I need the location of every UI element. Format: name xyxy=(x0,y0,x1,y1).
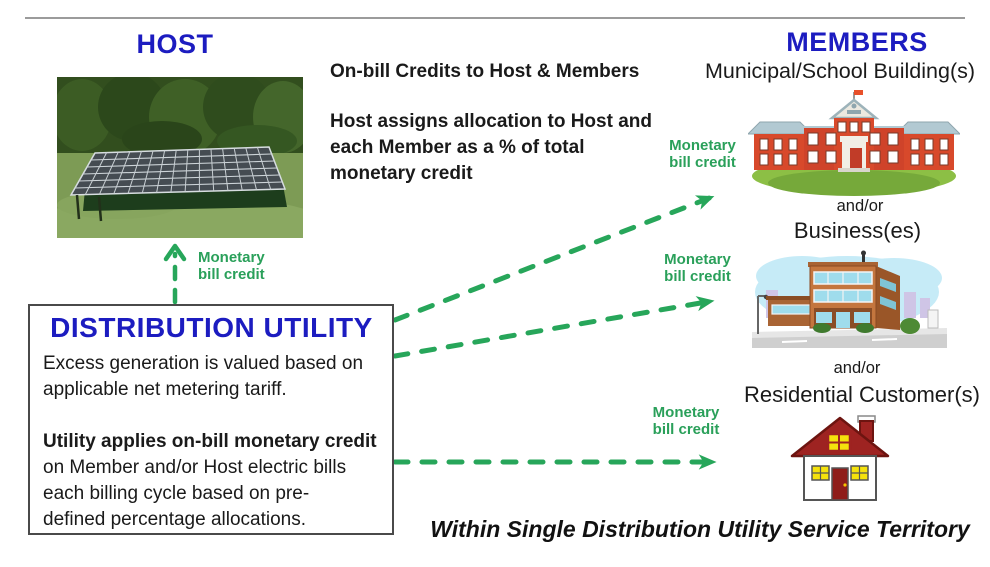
distribution-utility-box: DISTRIBUTION UTILITY Excess generation i… xyxy=(28,304,394,535)
utility-applies-rest: on Member and/or Host electric bills eac… xyxy=(43,457,347,530)
distribution-utility-title: DISTRIBUTION UTILITY xyxy=(50,312,373,343)
excess-generation-text: Excess generation is valued based on app… xyxy=(43,353,364,400)
host-allocation-text: Host assigns allocation to Host and each… xyxy=(330,111,652,184)
host-title: HOST xyxy=(136,29,214,59)
house-illustration xyxy=(788,412,893,502)
municipal-school-label: Municipal/School Building(s) xyxy=(704,59,976,83)
monetary-credit-label-business: Monetary bill credit xyxy=(664,251,731,285)
footer-territory-note: Within Single Distribution Utility Servi… xyxy=(430,516,970,542)
arrow-utility-to-business xyxy=(392,296,715,359)
school-building-illustration xyxy=(748,88,960,196)
members-title: MEMBERS xyxy=(786,27,928,57)
monetary-credit-label-school: Monetary bill credit xyxy=(669,137,736,171)
monetary-credit-label-host: Monetary bill credit xyxy=(198,249,265,283)
utility-applies-text: Utility applies on-bill monetary credit … xyxy=(43,429,380,533)
andor-label-2: and/or xyxy=(833,359,881,377)
andor-label-1: and/or xyxy=(836,197,884,215)
business-label: Business(es) xyxy=(793,218,922,243)
monetary-credit-label-residential: Monetary bill credit xyxy=(652,404,720,438)
solar-array-photo xyxy=(57,77,303,238)
utility-applies-bold-line: Utility applies on-bill monetary credit xyxy=(43,431,377,452)
arrow-utility-to-host-head xyxy=(163,243,187,262)
residential-customer-label: Residential Customer(s) xyxy=(744,382,980,407)
business-building-illustration xyxy=(752,250,947,348)
onbill-credits-heading: On-bill Credits to Host & Members xyxy=(330,61,640,82)
top-divider-line xyxy=(25,17,965,19)
